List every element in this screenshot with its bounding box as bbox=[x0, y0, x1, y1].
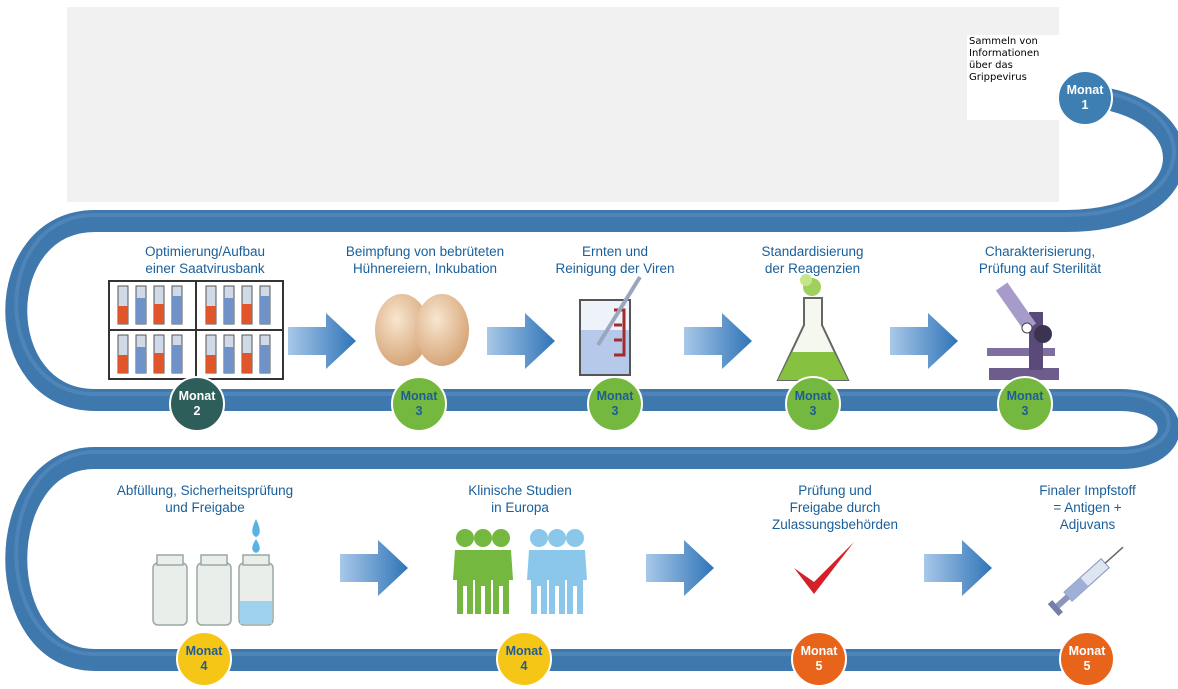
month-badge-3: Monat 3 bbox=[391, 376, 447, 432]
flow-arrow bbox=[890, 313, 958, 369]
checkmark-icon bbox=[794, 542, 854, 594]
badge-month: 5 bbox=[815, 659, 823, 673]
badge-word: Monat bbox=[505, 644, 543, 658]
step-title-final-vaccine: Finaler Impfstoff = Antigen + Adjuvans bbox=[1039, 483, 1136, 532]
step-title-inoculation: Beimpfung von bebrüteten Hühnereiern, In… bbox=[345, 244, 505, 276]
badge-month: 2 bbox=[193, 404, 201, 418]
flow-arrow bbox=[288, 313, 356, 369]
badge-word: Monat bbox=[794, 389, 832, 403]
badge-month: 5 bbox=[1083, 659, 1091, 673]
flow-arrow bbox=[646, 540, 714, 596]
month-badge-3: Monat 3 bbox=[587, 376, 643, 432]
note-text: Sammeln von Informationen über das Gripp… bbox=[969, 36, 1059, 84]
step-title-harvest: Ernten und Reinigung der Viren bbox=[555, 244, 675, 276]
month-badge-5: Monat 5 bbox=[1059, 631, 1115, 687]
badge-word: Monat bbox=[1068, 644, 1106, 658]
month-badge-3: Monat 3 bbox=[997, 376, 1053, 432]
flow-arrow bbox=[924, 540, 992, 596]
note-line: über das bbox=[969, 60, 1013, 71]
microscope-icon bbox=[987, 282, 1059, 380]
badge-month: 3 bbox=[415, 404, 423, 418]
month-badge-3: Monat 3 bbox=[785, 376, 841, 432]
badge-word: Monat bbox=[1066, 83, 1104, 97]
month-badge-5: Monat 5 bbox=[791, 631, 847, 687]
badge-month: 4 bbox=[200, 659, 208, 673]
badge-word: Monat bbox=[178, 389, 216, 403]
beaker-icon bbox=[579, 275, 642, 376]
step-title-seed-bank: Optimierung/Aufbau einer Saatvirusbank bbox=[144, 244, 266, 276]
flow-arrow bbox=[684, 313, 752, 369]
flow-arrow bbox=[340, 540, 408, 596]
placeholder-panel bbox=[67, 7, 1059, 202]
step-title-standardisation: Standardisierung der Reagenzien bbox=[761, 244, 864, 276]
note-box bbox=[967, 35, 1059, 120]
month-badge-4: Monat 4 bbox=[176, 631, 232, 687]
badge-word: Monat bbox=[596, 389, 634, 403]
flow-arrow bbox=[487, 313, 555, 369]
note-line: Grippevirus bbox=[969, 72, 1027, 83]
badge-month: 3 bbox=[1021, 404, 1029, 418]
eggs-icon bbox=[375, 294, 469, 366]
month-badge-4: Monat 4 bbox=[496, 631, 552, 687]
note-line: Informationen bbox=[969, 48, 1040, 59]
month-badge-1: Monat 1 bbox=[1057, 70, 1113, 126]
step-title-clinical: Klinische Studien in Europa bbox=[468, 483, 572, 515]
month-badge-2: Monat 2 bbox=[169, 376, 225, 432]
flask-icon bbox=[776, 274, 850, 381]
test-tube-rack-icon bbox=[108, 280, 284, 380]
badge-word: Monat bbox=[1006, 389, 1044, 403]
badge-month: 3 bbox=[611, 404, 619, 418]
note-line: Sammeln von bbox=[969, 36, 1038, 47]
vials-icon bbox=[152, 519, 274, 626]
badge-word: Monat bbox=[800, 644, 838, 658]
badge-word: Monat bbox=[185, 644, 223, 658]
badge-month: 4 bbox=[520, 659, 528, 673]
step-title-characterisation: Charakterisierung, Prüfung auf Sterilitä… bbox=[978, 244, 1102, 276]
badge-word: Monat bbox=[400, 389, 438, 403]
step-title-filling: Abfüllung, Sicherheitsprüfung und Freiga… bbox=[116, 483, 294, 515]
people-icon bbox=[453, 529, 587, 614]
syringe-icon bbox=[1047, 546, 1124, 616]
step-title-approval: Prüfung und Freigabe durch Zulassungsbeh… bbox=[771, 483, 899, 532]
badge-month: 1 bbox=[1081, 98, 1089, 112]
badge-month: 3 bbox=[809, 404, 817, 418]
